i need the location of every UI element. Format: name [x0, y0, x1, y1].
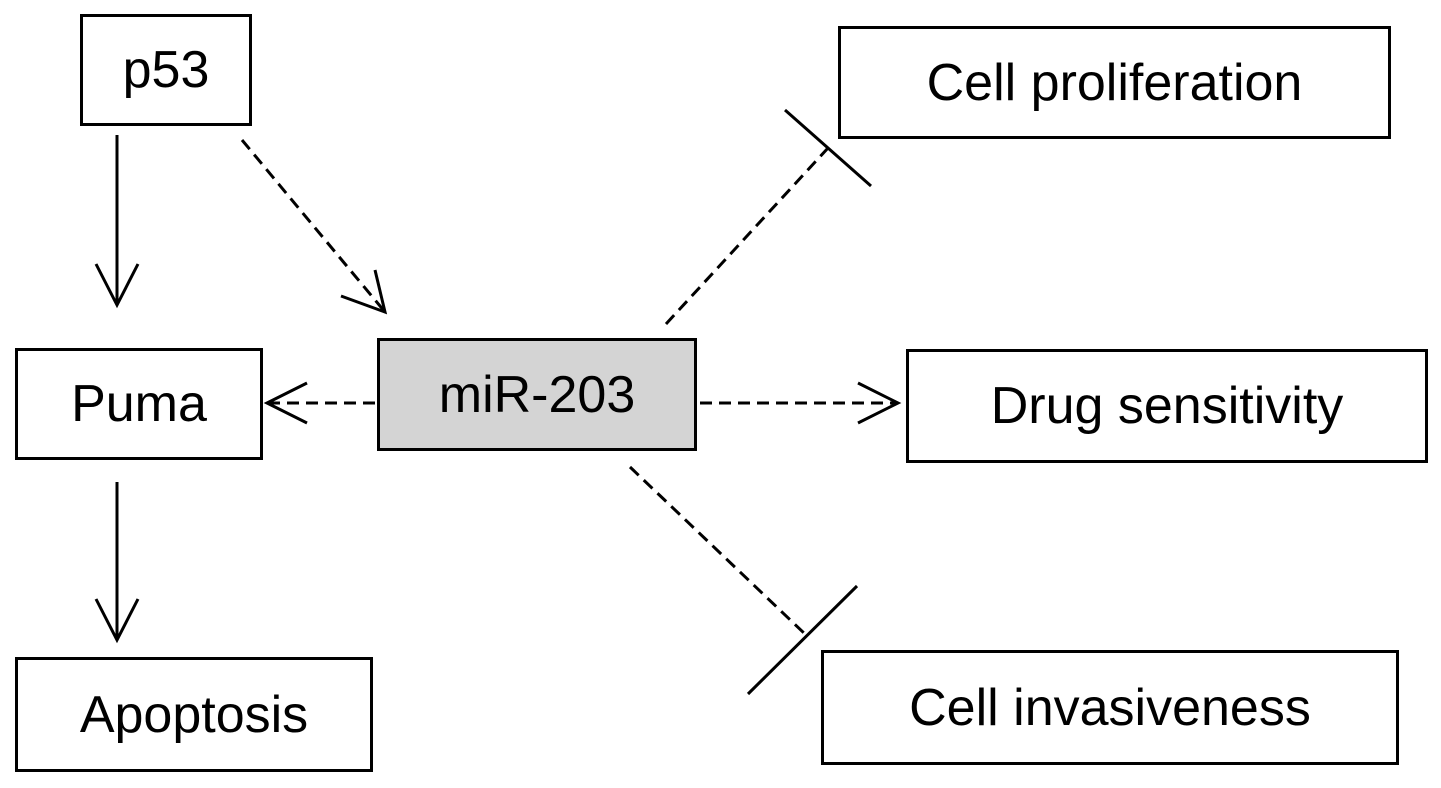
node-mir203: miR-203 [377, 338, 697, 451]
edge-mir203-to-puma [263, 381, 375, 425]
node-p53-label: p53 [122, 41, 210, 99]
node-p53: p53 [80, 14, 252, 126]
node-drug-sensitivity-label: Drug sensitivity [990, 377, 1344, 435]
node-drug-sensitivity: Drug sensitivity [906, 349, 1428, 463]
node-cell-invasiveness-label: Cell invasiveness [909, 678, 1311, 737]
node-cell-invasiveness: Cell invasiveness [821, 650, 1399, 765]
node-mir203-label: miR-203 [438, 365, 636, 424]
node-puma-label: Puma [71, 375, 207, 433]
edge-puma-to-apoptosis [94, 482, 140, 644]
edge-p53-to-mir203 [240, 139, 388, 315]
node-puma: Puma [15, 348, 263, 460]
edge-mir203-inhibits-cell-proliferation [664, 108, 872, 326]
node-apoptosis: Apoptosis [15, 657, 373, 772]
node-apoptosis-label: Apoptosis [79, 685, 309, 744]
node-cell-proliferation-label: Cell proliferation [926, 53, 1303, 112]
edge-mir203-to-drug-sensitivity [700, 381, 902, 425]
node-cell-proliferation: Cell proliferation [838, 26, 1391, 139]
edge-p53-to-puma [94, 135, 140, 309]
edge-mir203-inhibits-cell-invasiveness [628, 465, 859, 696]
